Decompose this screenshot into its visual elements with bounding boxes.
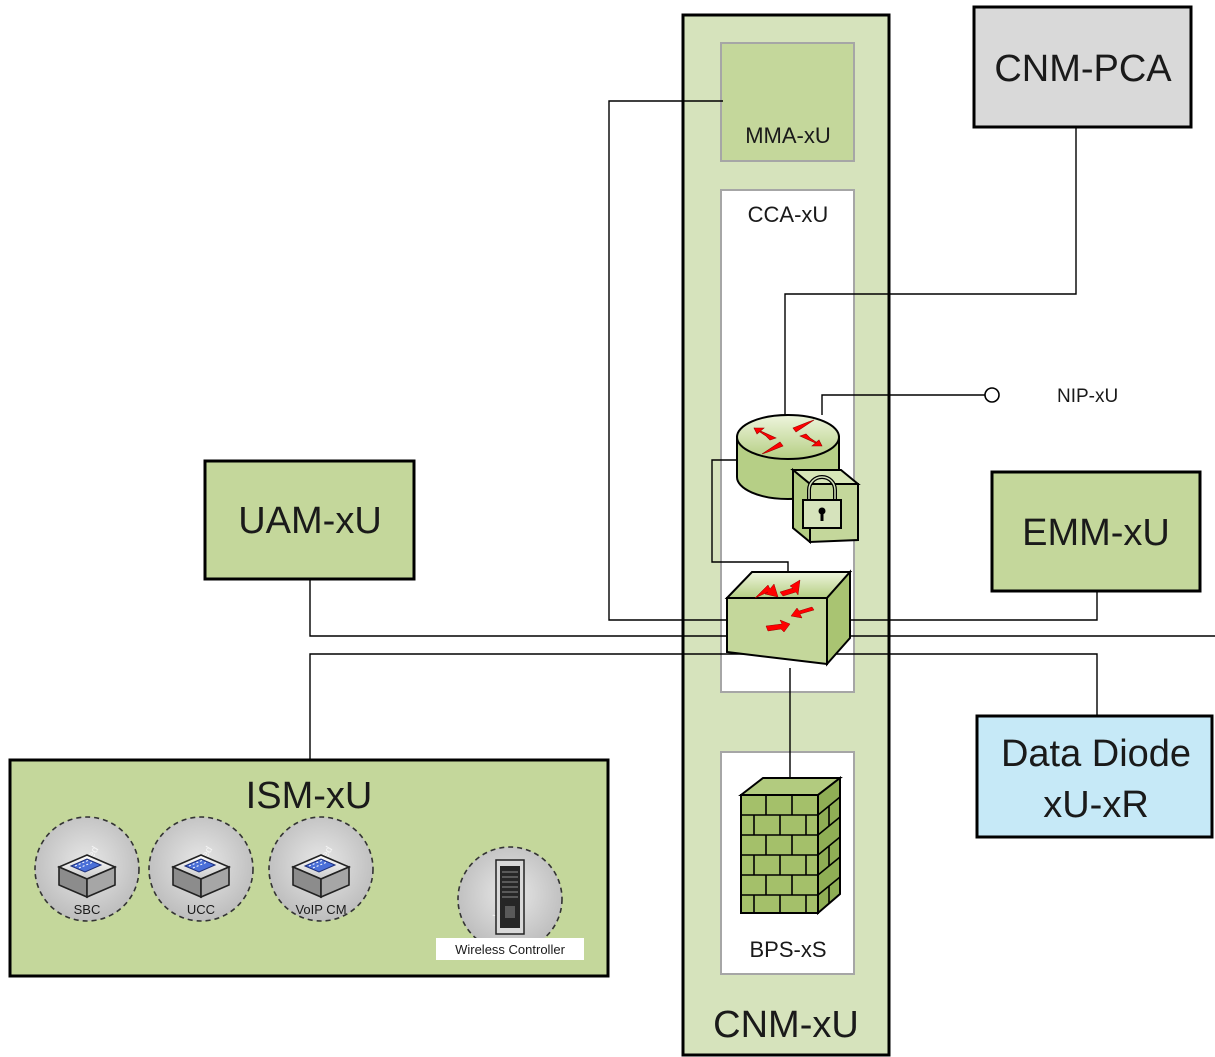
data-diode-module xyxy=(975,714,1214,839)
ism-server-4: Virtualized Wireless Controller xyxy=(436,846,584,960)
ism-server-1: Virtualized SBC xyxy=(34,816,140,922)
ism-server-4-label: Wireless Controller xyxy=(455,942,565,957)
ism-server-3: Virtualized VoIP CM xyxy=(268,816,374,922)
cnm-label: CNM-xU xyxy=(713,1004,859,1046)
emm-module xyxy=(990,470,1202,593)
cnm-pca-label: CNM-PCA xyxy=(994,48,1172,90)
ism-server-1-label: SBC xyxy=(74,902,101,917)
uam-label: UAM-xU xyxy=(238,500,382,542)
cnm-pca-module xyxy=(972,5,1193,129)
switch-icon xyxy=(724,569,853,667)
ism-server-3-label: VoIP CM xyxy=(295,902,346,917)
bps-label: BPS-xS xyxy=(749,937,826,962)
encrypting-router-icon xyxy=(736,414,861,545)
cca-label: CCA-xU xyxy=(748,202,829,227)
nip-connector-icon xyxy=(984,387,1000,403)
ism-server-2-label: UCC xyxy=(187,902,215,917)
mma-module xyxy=(720,42,855,162)
ism-label: ISM-xU xyxy=(246,775,373,817)
data-diode-label-line1: Data Diode xyxy=(1001,733,1191,775)
ism-server-2: Virtualized UCC xyxy=(148,816,254,922)
data-diode-label-line2: xU-xR xyxy=(1043,784,1149,826)
emm-label: EMM-xU xyxy=(1022,512,1170,554)
tower-server-icon xyxy=(495,859,525,935)
firewall-icon xyxy=(738,775,843,916)
nip-label: NIP-xU xyxy=(1057,386,1118,407)
mma-label: MMA-xU xyxy=(745,123,831,148)
connection-lines xyxy=(309,100,1215,810)
uam-module xyxy=(203,459,416,581)
